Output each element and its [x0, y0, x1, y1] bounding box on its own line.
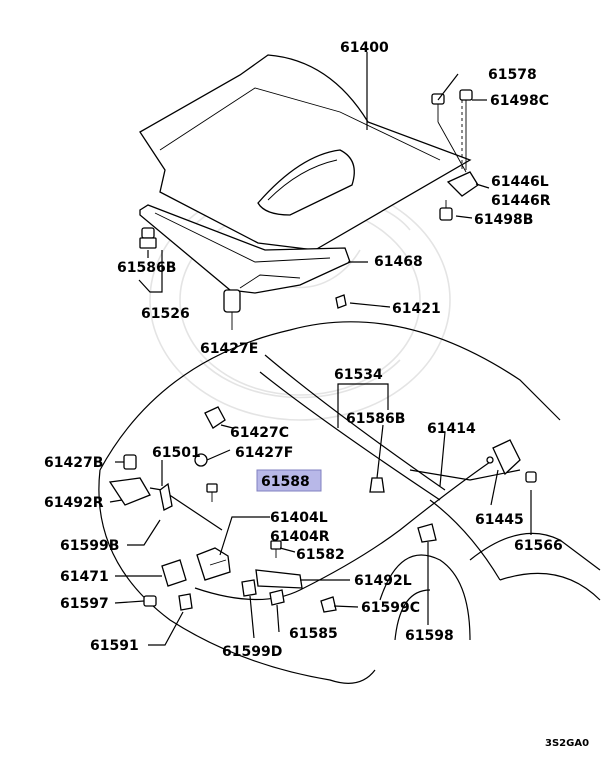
- hood-lock-61404: [196, 547, 231, 581]
- bolt-61498B: [439, 200, 453, 221]
- prop-rod-61501: [149, 482, 223, 531]
- screw-61566: [525, 471, 537, 483]
- bracket-61492L: [255, 569, 303, 589]
- part-label-61566[interactable]: 61566: [514, 538, 563, 554]
- hood-panel: [139, 54, 472, 251]
- part-label-61599B[interactable]: 61599B: [60, 538, 119, 554]
- nut-61578: [431, 93, 445, 122]
- part-label-61599D[interactable]: 61599D: [222, 644, 282, 660]
- clip-61421: [335, 294, 347, 309]
- part-label-61400[interactable]: 61400: [340, 40, 389, 56]
- part-label-61599C[interactable]: 61599C: [361, 600, 420, 616]
- part-label-61446R[interactable]: 61446R: [491, 193, 551, 209]
- part-label-61498B[interactable]: 61498B: [474, 212, 533, 228]
- vehicle-body: [98, 321, 601, 684]
- part-label-61421[interactable]: 61421: [392, 301, 441, 317]
- part-label-61414[interactable]: 61414: [427, 421, 476, 437]
- part-label-61597[interactable]: 61597: [60, 596, 109, 612]
- part-label-61586B-center[interactable]: 61586B: [346, 411, 405, 427]
- part-label-61501[interactable]: 61501: [152, 445, 201, 461]
- bolt-61597: [143, 595, 157, 607]
- leader-lines: [109, 52, 532, 646]
- hood-inner-frame: [139, 204, 351, 294]
- part-labels: 61400 61578 61498C 61446L 61446R 61498B …: [44, 40, 589, 749]
- stopper-61427E: [223, 289, 241, 330]
- part-label-61404R[interactable]: 61404R: [270, 529, 330, 545]
- pad-61427C: [204, 406, 226, 429]
- hook-61591: [178, 593, 193, 611]
- clip-61598: [417, 523, 437, 543]
- bracket-61492R: [108, 477, 151, 506]
- part-label-61446L[interactable]: 61446L: [491, 174, 549, 190]
- clip-61585: [269, 589, 285, 606]
- part-label-61445[interactable]: 61445: [475, 512, 524, 528]
- release-lever-61445: [492, 439, 521, 476]
- part-label-61427C[interactable]: 61427C: [230, 425, 289, 441]
- bolt-61588: [206, 483, 218, 502]
- part-label-61534[interactable]: 61534: [334, 367, 383, 383]
- part-label-61582[interactable]: 61582: [296, 547, 345, 563]
- part-label-61585[interactable]: 61585: [289, 626, 338, 642]
- part-label-61427E[interactable]: 61427E: [200, 341, 258, 357]
- part-label-61526[interactable]: 61526: [141, 306, 190, 322]
- clip-61599C: [320, 596, 337, 613]
- part-label-61427B[interactable]: 61427B: [44, 455, 103, 471]
- part-label-61588-highlight: [256, 469, 322, 492]
- part-label-61598[interactable]: 61598: [405, 628, 454, 644]
- part-label-61404L[interactable]: 61404L: [270, 510, 328, 526]
- part-label-61492R[interactable]: 61492R: [44, 495, 104, 511]
- screw-61582: [270, 540, 282, 558]
- bumper-61586B-left: [139, 227, 157, 249]
- part-label-61427F[interactable]: 61427F: [235, 445, 293, 461]
- part-label-61588[interactable]: 61588: [261, 474, 310, 490]
- clip-61599D: [241, 579, 257, 597]
- part-label-61471[interactable]: 61471: [60, 569, 109, 585]
- bumper-61586B-center: [369, 477, 385, 493]
- part-label-61492L[interactable]: 61492L: [354, 573, 412, 589]
- rubber-61427B: [123, 454, 137, 470]
- part-label-61578[interactable]: 61578: [488, 67, 537, 83]
- part-label-61586B-left[interactable]: 61586B: [117, 260, 176, 276]
- latch-61471: [161, 559, 187, 587]
- part-label-61591[interactable]: 61591: [90, 638, 139, 654]
- diagram-code: 3S2GA0: [545, 738, 589, 749]
- part-label-61468[interactable]: 61468: [374, 254, 423, 270]
- release-cable-61414: [194, 456, 494, 601]
- bolt-61498C: [459, 89, 473, 170]
- part-label-61498C[interactable]: 61498C: [490, 93, 549, 109]
